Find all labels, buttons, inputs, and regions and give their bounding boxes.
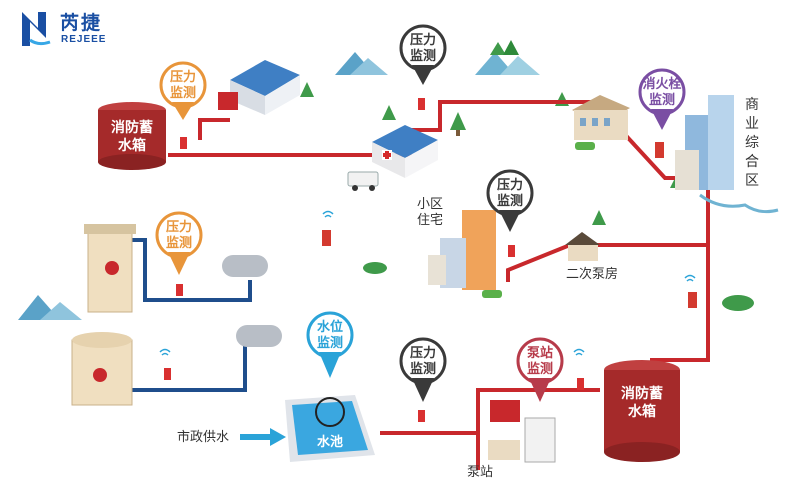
top-left-tank (98, 102, 166, 170)
secondary-pump-house (565, 232, 600, 261)
station-building (218, 60, 300, 115)
pin-pressure-5-text: 压力 监测 (409, 345, 436, 376)
pin-pump (516, 337, 564, 402)
blue-pipes (132, 238, 252, 392)
pressure-sensor-icon (164, 98, 584, 422)
pin-water-level-text: 水位 监测 (316, 319, 343, 350)
pin-pressure-2-text: 压力 监测 (409, 32, 436, 63)
hydrant-icon (322, 142, 697, 308)
right-tank-label: 消防蓄 水箱 (621, 385, 663, 419)
pressure-vessels (222, 255, 282, 347)
pin-water-level (306, 311, 354, 378)
residential-buildings (428, 210, 496, 290)
top-left-tank-label: 消防蓄 水箱 (111, 119, 153, 153)
pool-label: 水池 (316, 434, 343, 449)
municipal-arrow (240, 428, 286, 446)
water-tower-1 (84, 224, 136, 313)
pool (285, 395, 375, 462)
logo-en: REJEEE (61, 34, 107, 45)
pin-pump-text: 泵站 监测 (526, 345, 553, 376)
pin-pressure-3 (486, 169, 534, 232)
hospital-building (372, 125, 438, 178)
pin-pressure-1-text: 压力 监测 (169, 69, 196, 100)
pin-pressure-1 (159, 61, 207, 120)
pin-pressure-4 (155, 211, 203, 275)
commercial-label: 商 业 综 合 区 (745, 96, 759, 188)
pump-station-label: 泵站 (466, 464, 493, 479)
mountain-icon (18, 52, 540, 320)
pin-pressure-4-text: 压力 监测 (165, 219, 192, 250)
pin-hydrant-text: 消火栓 监测 (642, 76, 682, 107)
secondary-pump-label: 二次泵房 (565, 266, 618, 281)
car-icon (482, 142, 595, 298)
commercial-towers (675, 95, 779, 214)
wifi-icon (159, 210, 696, 356)
right-tank (604, 360, 680, 462)
pin-pressure-2 (399, 24, 447, 85)
pin-pressure-5 (399, 337, 447, 402)
municipal-label: 市政供水 (176, 429, 229, 444)
pin-pressure-3-text: 压力 监测 (496, 177, 523, 208)
logo-icon (22, 12, 51, 46)
pump-station (488, 400, 556, 463)
pin-hydrant (638, 68, 686, 130)
water-tower-2 (71, 332, 133, 406)
ambulance-icon (347, 171, 379, 191)
residential-label: 小区 住宅 (416, 196, 443, 227)
hydrant-area-building (572, 95, 630, 140)
logo-cn: 芮捷 (60, 13, 103, 34)
